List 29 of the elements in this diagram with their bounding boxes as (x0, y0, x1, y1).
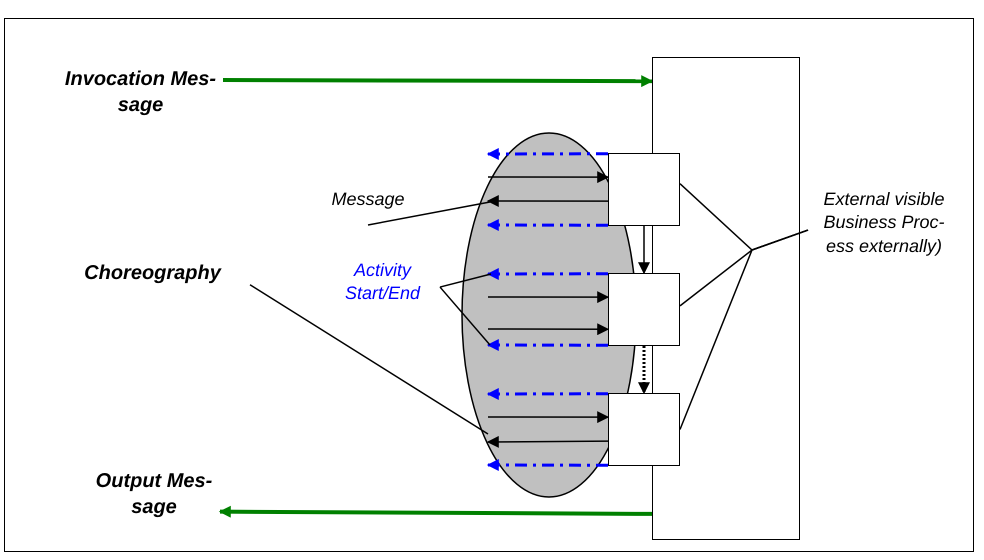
activity-box (608, 393, 680, 466)
arrow (486, 219, 608, 232)
leader-line (368, 201, 490, 226)
arrow (488, 171, 610, 184)
arrow (486, 436, 608, 448)
leader-line (679, 229, 808, 430)
process-label: External visible Business Proc- ess externally) (808, 188, 960, 258)
arrow (488, 291, 610, 304)
arrow (218, 506, 652, 518)
choreography-label: Choreography (55, 260, 250, 286)
arrow (638, 346, 650, 394)
activity-label: Activity Start/End (325, 259, 440, 306)
arrow (488, 323, 610, 336)
activity-box (608, 273, 680, 346)
leader-line (439, 286, 491, 346)
activity-box (608, 153, 680, 226)
arrow (486, 388, 608, 400)
message-label: Message (312, 188, 424, 212)
arrow (488, 411, 610, 424)
arrow (638, 226, 650, 274)
arrow (486, 195, 608, 208)
leader-line (250, 284, 488, 435)
arrow (486, 268, 608, 280)
arrow (486, 459, 608, 472)
leader-line (440, 273, 492, 288)
input-message-label: Invocation Mes- sage (58, 66, 223, 118)
arrow (223, 75, 654, 88)
output-message-label: Output Mes- sage (88, 468, 220, 520)
arrow (486, 339, 608, 352)
